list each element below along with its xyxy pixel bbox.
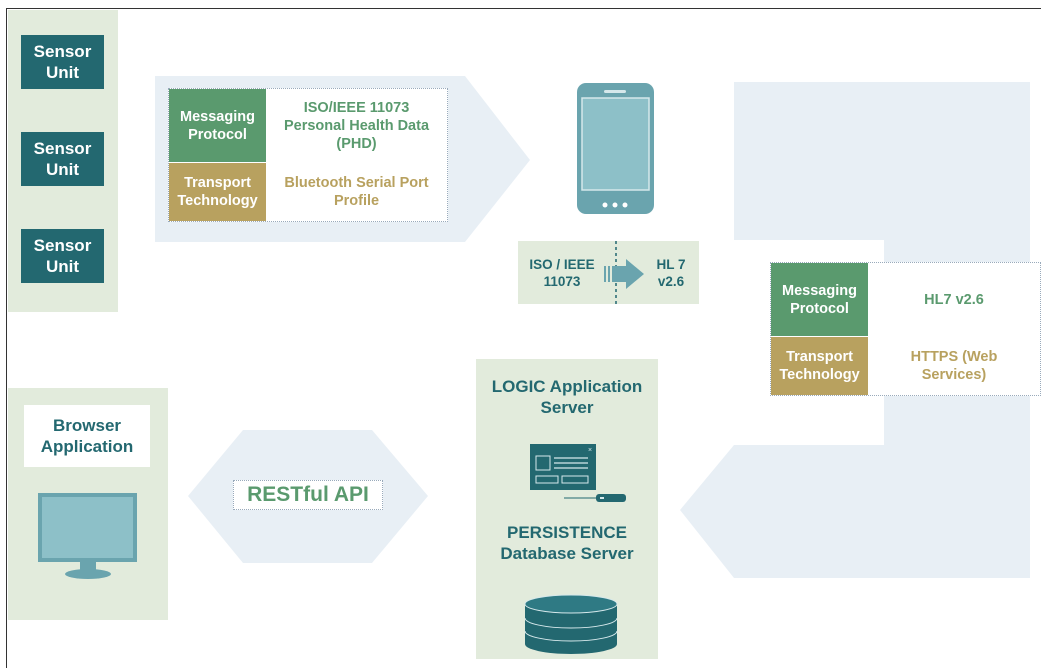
right-transport-value: HTTPS (Web Services) [910,349,998,383]
sensor-unit-1: Sensor Unit [21,35,104,89]
restful-api-label-box: RESTful API [233,480,383,510]
sensor-unit-label: Sensor Unit [33,236,92,276]
database-icon [524,594,618,654]
browser-label-box: Browser Application [24,405,150,467]
sensor-unit-2: Sensor Unit [21,132,104,186]
top-messaging-value: ISO/IEEE 11073 Personal Health Data (PHD… [283,99,430,152]
sensor-unit-label: Sensor Unit [33,139,92,179]
conversion-from: ISO / IEEE 11073 [529,257,595,289]
right-flow-arrow [680,82,1030,578]
sensor-unit-label: Sensor Unit [33,42,92,82]
right-protocol-table: Messaging Protocol HL7 v2.6 Transport Te… [770,262,1041,396]
svg-text:×: × [588,447,592,454]
top-transport-header: Transport Technology [169,163,266,221]
conversion-to: HL 7 v2.6 [656,257,686,289]
application-window-icon: × [530,444,626,502]
monitor-icon [38,493,137,579]
conversion-arrow-icon [604,241,644,307]
restful-api-label: RESTful API [247,483,369,506]
top-messaging-header: Messaging Protocol [169,89,266,162]
smartphone-icon [577,83,654,214]
right-transport-header: Transport Technology [771,337,868,395]
right-messaging-value: HL7 v2.6 [924,291,984,308]
sensor-unit-3: Sensor Unit [21,229,104,283]
diagram-frame [6,8,1041,668]
logic-server-label: LOGIC Application Server [491,377,643,417]
top-protocol-table: Messaging Protocol ISO/IEEE 11073 Person… [168,88,448,222]
right-messaging-header: Messaging Protocol [771,263,868,336]
persistence-server-label: PERSISTENCE Database Server [500,523,634,563]
top-transport-value: Bluetooth Serial Port Profile [284,175,429,209]
browser-label: Browser Application [40,416,134,456]
